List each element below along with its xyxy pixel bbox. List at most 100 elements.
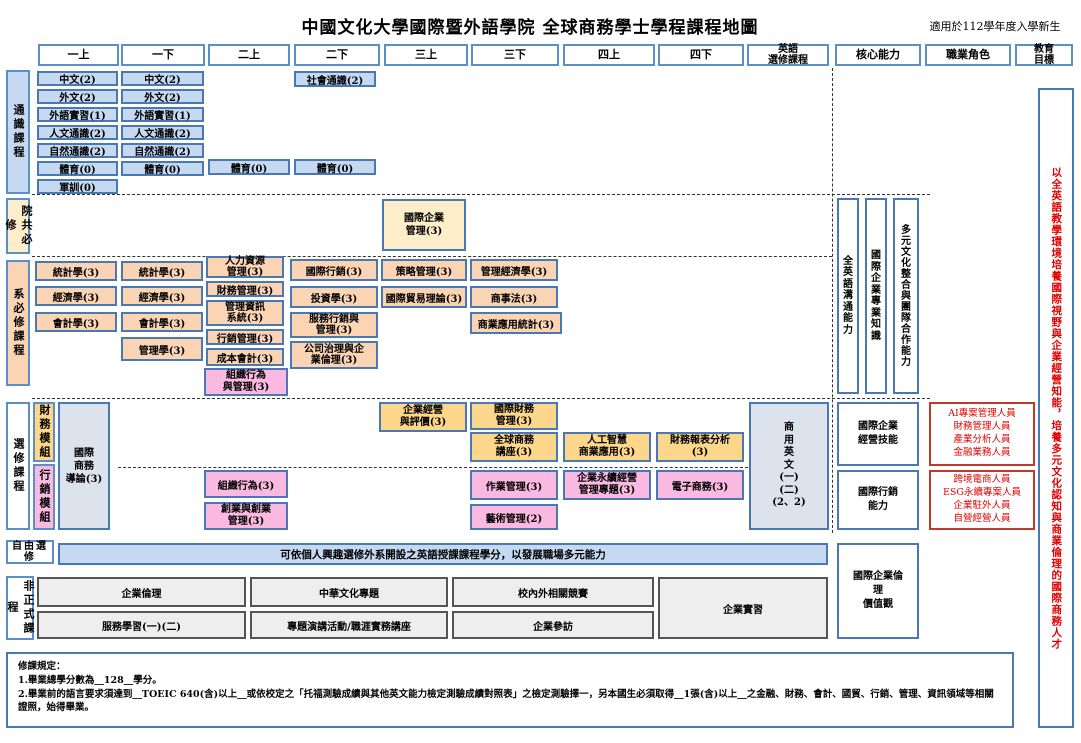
course-natural-1a: 自然通識(2) (37, 143, 118, 158)
course-business-law: 商事法(3) (470, 286, 558, 308)
category-general: 通識課程 (6, 70, 30, 194)
category-elective: 選修課程 (6, 402, 30, 530)
col-header-2b: 二下 (294, 44, 380, 66)
education-goal: 以全英語教學環境培養國際視野與企業經營知能，培養多元文化認知與商業倫理的國際商務… (1050, 166, 1063, 650)
course-pe-2b: 體育(0) (294, 159, 376, 175)
course-social-2b: 社會通識(2) (294, 71, 376, 87)
core-multicultural: 多 元 文 化 整 合 與 團 隊 合 作 能 力 (893, 198, 919, 394)
role-financial-services: 金融業務人員 (953, 446, 1011, 458)
course-finmgmt: 財務管理(3) (206, 281, 284, 297)
category-college: 院共必修 (4, 198, 33, 254)
course-operations: 作業管理(3) (470, 470, 558, 500)
course-intl-marketing: 國際行銷(3) (290, 259, 378, 281)
course-econ-1b: 經濟學(3) (121, 286, 203, 306)
col-header-3a: 三上 (384, 44, 468, 66)
core-ethics-values: 國際企業倫 理 價值觀 (837, 543, 919, 639)
col-header-roles: 職業角色 (925, 44, 1011, 66)
course-org-behavior: 組織行為(3) (204, 470, 288, 498)
category-dept: 系必修課程 (6, 260, 30, 386)
col-header-2a: 二上 (208, 44, 290, 66)
course-natural-1b: 自然通識(2) (121, 143, 204, 158)
course-acct-1a: 會計學(3) (35, 312, 117, 332)
divider-vertical (832, 68, 833, 533)
course-service-marketing: 服務行銷與 管理(3) (290, 312, 378, 338)
informal-internship: 企業實習 (658, 577, 828, 639)
category-finance-module: 財務模組 (33, 402, 55, 462)
course-sustainability: 企業永續經營 管理專題(3) (563, 470, 651, 500)
informal-chinese-culture: 中華文化專題 (250, 577, 448, 607)
course-acct-1b: 會計學(3) (121, 312, 203, 332)
informal-service-learning: 服務學習(一)(二) (37, 611, 246, 639)
page-title: 中國文化大學國際暨外語學院 全球商務學士學程課程地圖 (301, 17, 759, 38)
core-intl-knowledge: 國 際 企 業 專 業 知 識 (865, 198, 887, 394)
course-strategy: 策略管理(3) (381, 259, 467, 281)
course-pe-1a: 體育(0) (37, 161, 118, 176)
course-ai-business: 人工智慧 商業應用(3) (563, 432, 651, 462)
rules-heading: 修課規定： (18, 661, 66, 672)
course-cost-acct: 成本會計(3) (206, 348, 284, 366)
role-expat: 企業駐外人員 (953, 500, 1011, 511)
course-managerial-econ: 管理經濟學(3) (470, 259, 558, 281)
course-military-1a: 軍訓(0) (37, 179, 118, 194)
core-marketing-skill: 國際行銷 能力 (837, 470, 919, 530)
divider-college (32, 256, 832, 257)
core-english-comm: 全 英 語 溝 通 能 力 (837, 198, 859, 394)
education-goal-box: 以全英語教學環境培養國際視野與企業經營知能，培養多元文化認知與商業倫理的國際商務… (1038, 88, 1074, 728)
col-header-1b: 一下 (121, 44, 205, 66)
role-cross-border: 跨境電商人員 (953, 474, 1011, 486)
course-humanities-1a: 人文通識(2) (37, 125, 118, 140)
col-header-core: 核心能力 (835, 44, 921, 66)
course-chinese-1b: 中文(2) (121, 71, 204, 86)
free-elective-banner: 可依個人興趣選修外系開設之英語授課課程學分，以發展職場多元能力 (58, 543, 828, 565)
course-trade-theory: 國際貿易理論(3) (381, 286, 467, 308)
informal-company-visit: 企業參訪 (452, 611, 654, 639)
rules-language: 2.畢業前的語言要求須達到__TOEIC 640(含)以上__或依校定之「托福測… (18, 688, 994, 714)
role-self-employed: 自營經營人員 (953, 512, 1011, 524)
course-humanities-1b: 人文通識(2) (121, 125, 204, 140)
course-mgmt-1b: 管理學(3) (121, 337, 203, 361)
course-valuation: 企業經營 與評價(3) (379, 402, 467, 432)
col-header-english: 英語 選修課程 (747, 44, 829, 66)
divider-dept (32, 398, 930, 399)
role-finance: 財務管理人員 (953, 421, 1011, 433)
course-chinese-1a: 中文(2) (37, 71, 118, 86)
course-ecommerce: 電子商務(3) (656, 470, 744, 500)
roles-group-1: AI專案管理人員 財務管理人員 產業分析人員 金融業務人員 (929, 402, 1035, 466)
category-informal: 非正式課程 (6, 576, 35, 640)
course-fin-report: 財務報表分析 (3) (656, 432, 744, 462)
course-arts-mgmt: 藝術管理(2) (470, 504, 558, 530)
role-industry-analyst: 產業分析人員 (953, 434, 1011, 445)
course-entrepreneurship: 創業與創業 管理(3) (204, 502, 288, 530)
course-intl-mgmt: 國際企業 管理(3) (382, 199, 466, 251)
course-econ-1a: 經濟學(3) (35, 286, 117, 306)
course-biz-stat: 商業應用統計(3) (470, 312, 562, 334)
role-ai-pm: AI專案管理人員 (948, 408, 1016, 420)
course-stat-1a: 統計學(3) (35, 261, 117, 281)
category-marketing-module: 行銷模組 (33, 464, 55, 530)
course-pe-1b: 體育(0) (121, 161, 204, 176)
col-header-goal: 教育 目標 (1015, 44, 1073, 66)
course-global-lecture: 全球商務 講座(3) (470, 432, 558, 462)
course-business-english: 商 用 英 文 (一) (二) (2、2) (749, 402, 829, 530)
divider-general (32, 194, 930, 195)
course-foreign-1b: 外文(2) (121, 89, 204, 104)
roles-group-2: 跨境電商人員 ESG永續專案人員 企業駐外人員 自營經營人員 (929, 470, 1035, 530)
col-header-3b: 三下 (471, 44, 559, 66)
course-investment: 投資學(3) (290, 286, 378, 308)
rules-box: 修課規定： 1.畢業總學分數為__128__學分。 2.畢業前的語言要求須達到_… (6, 652, 1014, 728)
role-esg: ESG永續專案人員 (942, 487, 1022, 499)
page-subtitle: 適用於112學年度入學新生 (929, 20, 1061, 33)
course-practice-1a: 外語實習(1) (37, 107, 118, 122)
course-ob-mgmt: 組織行為 與管理(3) (204, 368, 288, 396)
informal-competition: 校內外相關競賽 (452, 577, 654, 607)
course-pe-2a: 體育(0) (208, 159, 290, 175)
informal-ethics: 企業倫理 (37, 577, 246, 607)
course-intl-finmgmt: 國際財務 管理(3) (470, 402, 558, 430)
course-mktmgmt: 行銷管理(3) (206, 329, 284, 345)
course-hr: 人力資源 管理(3) (206, 256, 284, 278)
rules-credits: 1.畢業總學分數為__128__學分。 (18, 674, 162, 686)
divider-modules (118, 467, 748, 468)
category-free: 自由選修 (6, 540, 54, 564)
core-biz-skill: 國際企業 經營技能 (837, 402, 919, 466)
course-intl-biz-intro: 國際 商務 導論(3) (58, 402, 110, 530)
